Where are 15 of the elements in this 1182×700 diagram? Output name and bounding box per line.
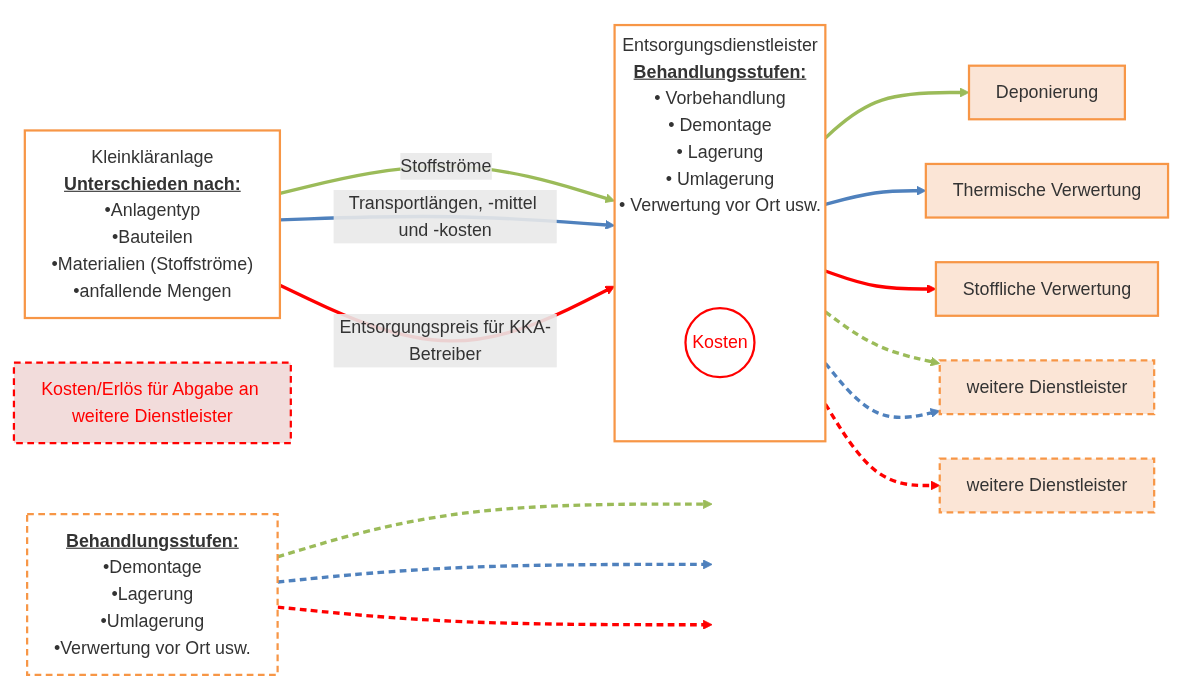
arrow (277, 605, 713, 630)
node-circle: Kosten (684, 306, 756, 379)
arrow (277, 559, 713, 584)
edge-label: Transportlängen, -mittel und -kosten (348, 193, 537, 239)
node-box: Kleinkläranlage Unterschieden nach: •Anlagentyp •Bauteilen •Materialien (Stoffströme) •anfallende Mengen (23, 129, 282, 320)
node-box: Stoffliche Verwertung (934, 261, 1160, 317)
arrow (277, 499, 713, 559)
node-box: Kosten/Erlös für Abgabe an weitere Dienstleister (12, 361, 292, 445)
edge-label: Entsorgungspreis für KKA-Betreiber (339, 317, 551, 364)
node-box: Thermische Verwertung (924, 162, 1170, 219)
node-box: Deponierung (967, 64, 1126, 121)
edge-label: Stoffströme (400, 156, 492, 176)
node-box: Behandlungsstufen: •Demontage •Lagerung •Umlagerung •Verwertung vor Ort usw. (26, 513, 279, 677)
node-box: weitere Dienstleister (938, 359, 1156, 416)
node-box: weitere Dienstleister (938, 457, 1156, 514)
